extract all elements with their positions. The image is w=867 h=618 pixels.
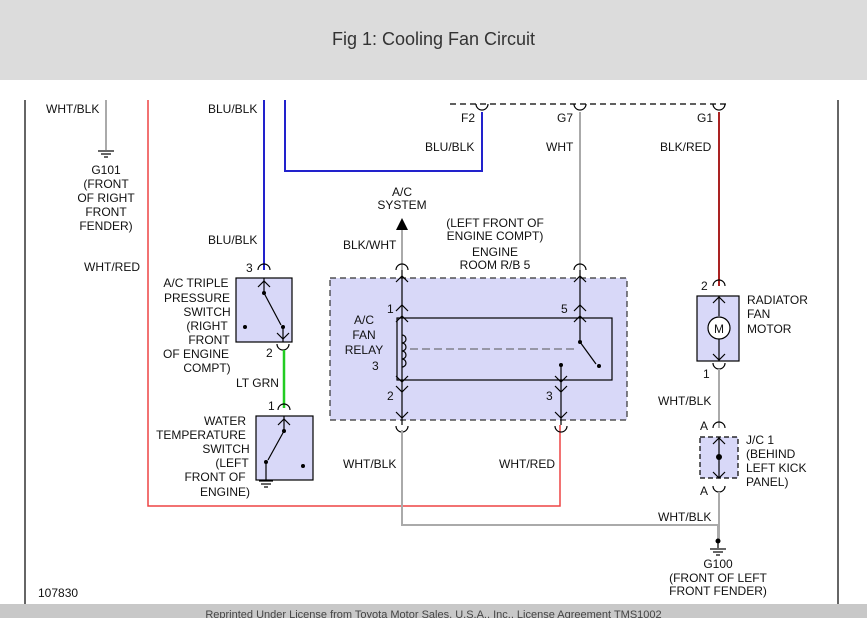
jc1-label-2: (BEHIND [746,447,796,461]
figure-number: 107830 [38,586,78,600]
ac-fan-relay-box [396,317,613,381]
jc1-label-3: LEFT KICK [746,461,806,475]
jc1-label-4: PANEL) [746,475,788,489]
jc1-pin-a-top: A [700,419,708,433]
water-switch-label-5: FRONT OF [184,470,245,484]
rb5-name-2: ROOM R/B 5 [460,258,531,272]
wire-label-lt-grn: LT GRN [236,376,279,390]
wire-label-wht-blk-relay: WHT/BLK [343,457,396,471]
water-switch-label-6: ENGINE) [200,485,250,499]
ground-g100: G100 (FRONT OF LEFT FRONT FENDER) [669,538,768,598]
triple-switch-label-1: A/C TRIPLE [163,276,228,290]
triple-switch-pin-3: 3 [246,261,253,275]
fan-motor-label-1: RADIATOR [747,293,808,307]
rb5-name-1: ENGINE [472,245,518,259]
relay-label-3: RELAY [345,343,383,357]
triple-switch-label-6: OF ENGINE [163,347,229,361]
triple-switch-label-5: FRONT [188,333,230,347]
connector-f2: F2 [461,103,489,125]
wire-label-blk-red: BLK/RED [660,140,712,154]
relay-pin-5: 5 [561,302,568,316]
water-switch-label-3: SWITCH [202,442,249,456]
ground-loc-g101-1: (FRONT [83,177,129,191]
rb5-loc-1: (LEFT FRONT OF [446,216,544,230]
ac-system-output: A/C SYSTEM BLK/WHT [343,185,427,270]
engine-room-rb5-box [329,277,628,421]
fan-motor-pin-2: 2 [701,279,708,293]
relay-pin-2: 2 [387,389,394,403]
wire-label-blk-wht: BLK/WHT [343,238,397,252]
water-switch-label-1: WATER [204,414,246,428]
triple-switch-label-3: SWITCH [183,305,230,319]
ac-triple-pressure-switch: A/C TRIPLE PRESSURE SWITCH (RIGHT FRONT … [163,261,293,375]
water-temperature-switch: WATER TEMPERATURE SWITCH (LEFT FRONT OF … [156,399,314,499]
wire-label-wht-blk-g101: WHT/BLK [46,102,99,116]
wire-label-wht-blk-motor: WHT/BLK [658,394,711,408]
license-text: Reprinted Under License from Toyota Moto… [205,609,662,618]
relay-pin-1: 1 [387,302,394,316]
wire-label-blu-blk-top: BLU/BLK [208,102,257,116]
wire-label-wht-blk-ground: WHT/BLK [658,510,711,524]
ground-g101: WHT/BLK G101 (FRONT OF RIGHT FRONT FENDE… [46,100,135,233]
relay-label-1: A/C [354,313,374,327]
ground-loc-g100-1: (FRONT OF LEFT [669,571,767,585]
triple-switch-label-4: (RIGHT [186,319,228,333]
wire-label-wht-red-right: WHT/RED [499,457,555,471]
jc1-pin-a-bottom: A [700,484,708,498]
ground-id-g100: G100 [703,557,733,571]
figure-title: Fig 1: Cooling Fan Circuit [331,29,536,49]
ac-system-label-1: A/C [392,185,412,199]
radiator-fan-motor: RADIATOR FAN MOTOR 2 1 M [696,279,808,381]
wire-blu-blk-f2 [284,100,483,172]
water-switch-label-4: (LEFT [215,456,249,470]
water-switch-pin-1: 1 [268,399,275,413]
connector-label-g7: G7 [557,111,573,125]
motor-symbol: M [714,322,724,336]
ac-fan-relay: A/C FAN RELAY 1 5 3 2 3 [345,263,601,433]
ground-loc-g101-4: FENDER) [79,219,132,233]
triple-switch-label-2: PRESSURE [164,291,230,305]
triple-switch-pin-2: 2 [266,346,273,360]
connector-g7: G7 [557,103,587,125]
ground-loc-g100-2: FRONT FENDER) [669,584,767,598]
license-footer: Reprinted Under License from Toyota Moto… [0,604,867,618]
ground-loc-g101-3: FRONT [85,205,127,219]
relay-pin-3-left: 3 [372,359,379,373]
junction-connector-jc1: A A J/C 1 (BEHIND LEFT KICK PANEL) [699,419,806,498]
wire-label-blu-blk-mid: BLU/BLK [208,233,257,247]
title-bar: Fig 1: Cooling Fan Circuit [0,0,867,80]
triple-switch-label-7: COMPT) [183,361,230,375]
fan-motor-pin-1: 1 [703,367,710,381]
jc1-label-1: J/C 1 [746,433,774,447]
ac-system-label-2: SYSTEM [377,198,426,212]
wire-label-wht-red-left: WHT/RED [84,260,140,274]
ground-id-g101: G101 [91,163,121,177]
engine-room-rb5-label: (LEFT FRONT OF ENGINE COMPT) ENGINE ROOM… [446,216,544,272]
wire-wht-red-loop [147,100,561,507]
fan-motor-label-2: FAN [747,307,770,321]
connector-label-g1: G1 [697,111,713,125]
relay-label-2: FAN [352,328,375,342]
water-switch-label-2: TEMPERATURE [156,428,246,442]
rb5-loc-2: ENGINE COMPT) [447,229,544,243]
connector-g1: G1 [697,103,726,125]
relay-pin-3-bottom: 3 [546,389,553,403]
ground-loc-g101-2: OF RIGHT [77,191,135,205]
connector-label-f2: F2 [461,111,475,125]
wire-label-blu-blk-f2: BLU/BLK [425,140,474,154]
wire-label-wht: WHT [546,140,574,154]
fan-motor-label-3: MOTOR [747,322,792,336]
